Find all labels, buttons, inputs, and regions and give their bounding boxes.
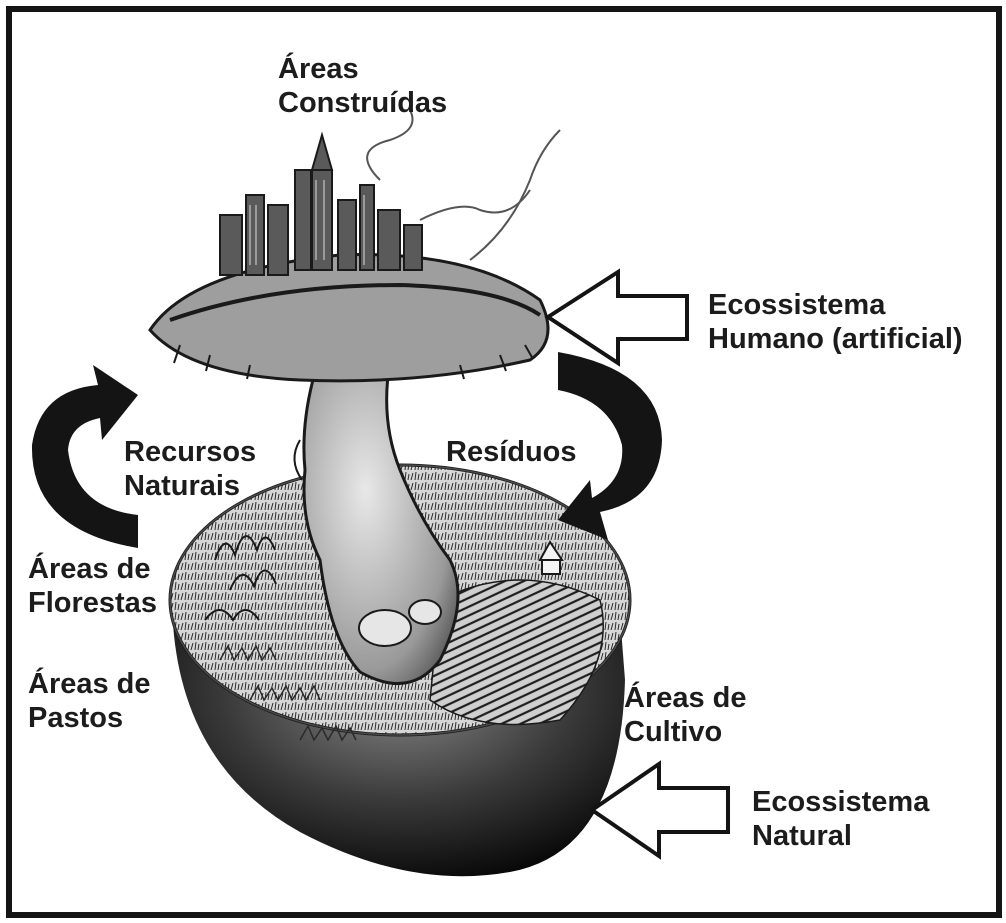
label-natural-ecosystem: Ecossistema Natural bbox=[752, 785, 929, 853]
natural-ecosystem-line-1: Ecossistema bbox=[752, 785, 929, 819]
crop-areas-line-1: Áreas de bbox=[624, 681, 747, 715]
human-ecosystem-line-2: Humano (artificial) bbox=[708, 322, 963, 356]
built-areas-line-2: Construídas bbox=[278, 86, 447, 120]
arrow-human-ecosystem bbox=[548, 272, 687, 363]
city-platform bbox=[150, 110, 560, 381]
human-ecosystem-line-1: Ecossistema bbox=[708, 288, 963, 322]
forest-areas-line-2: Florestas bbox=[28, 586, 157, 620]
natural-resources-line-2: Naturais bbox=[124, 469, 256, 503]
pasture-areas-line-1: Áreas de bbox=[28, 667, 151, 701]
arrow-natural-ecosystem bbox=[592, 764, 728, 856]
label-crop-areas: Áreas de Cultivo bbox=[624, 681, 747, 749]
pasture-areas-line-2: Pastos bbox=[28, 701, 151, 735]
natural-ecosystem-line-2: Natural bbox=[752, 819, 929, 853]
natural-resources-line-1: Recursos bbox=[124, 435, 256, 469]
label-pasture-areas: Áreas de Pastos bbox=[28, 667, 151, 735]
forest-areas-line-1: Áreas de bbox=[28, 552, 157, 586]
residues-line-1: Resíduos bbox=[446, 435, 577, 469]
label-residues: Resíduos bbox=[446, 435, 577, 469]
label-built-areas: Áreas Construídas bbox=[278, 52, 447, 120]
label-natural-resources: Recursos Naturais bbox=[124, 435, 256, 503]
crop-areas-line-2: Cultivo bbox=[624, 715, 747, 749]
curved-arrow-natural-resources bbox=[32, 365, 138, 548]
label-forest-areas: Áreas de Florestas bbox=[28, 552, 157, 620]
label-human-ecosystem: Ecossistema Humano (artificial) bbox=[708, 288, 963, 356]
built-areas-line-1: Áreas bbox=[278, 52, 447, 86]
